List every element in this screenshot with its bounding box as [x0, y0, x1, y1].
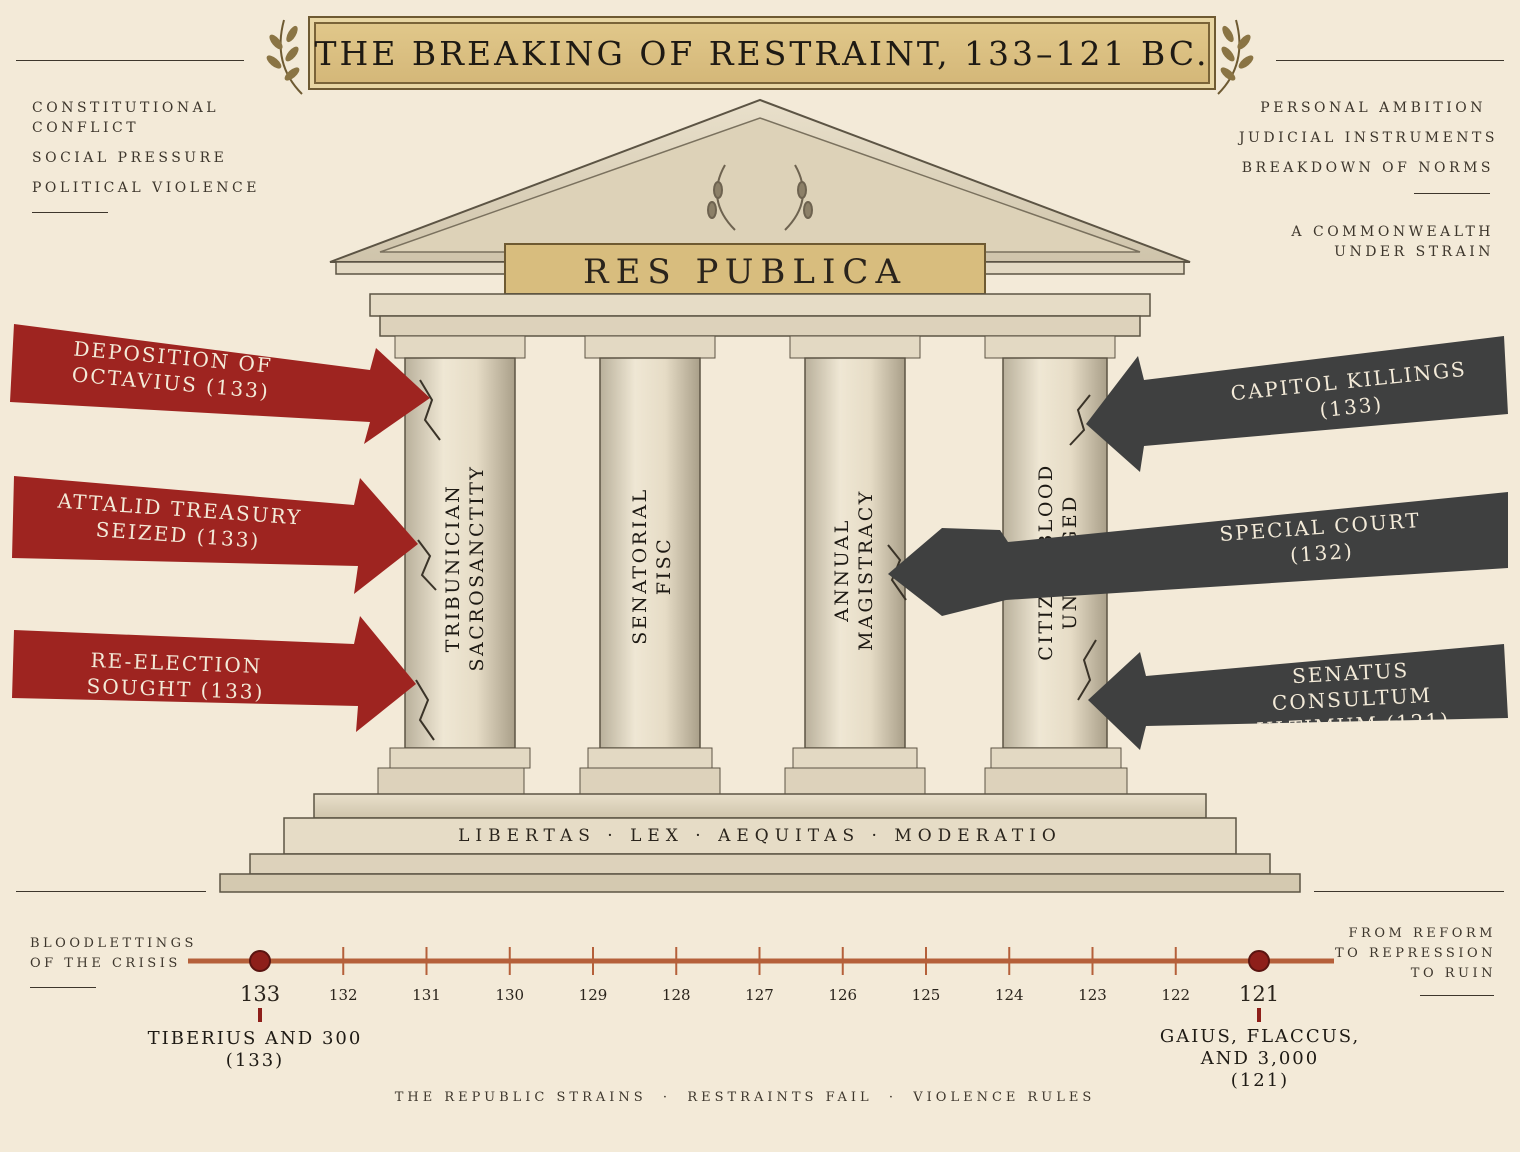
column-2 — [579, 335, 721, 795]
architrave-lower — [379, 315, 1141, 337]
timeline-tick-label: 129 — [578, 986, 608, 1004]
lower-rule-right — [1314, 891, 1504, 892]
timeline-tick-label: 125 — [911, 986, 941, 1004]
left-note-2: CONFLICT — [32, 120, 140, 136]
timeline-right-label-3: TO RUIN — [1410, 966, 1496, 981]
timeline-tick-label: 128 — [661, 986, 691, 1004]
footer-motto: THE REPUBLIC STRAINS · RESTRAINTS FAIL ·… — [394, 1090, 1096, 1105]
timeline-tick-label: 123 — [1078, 986, 1107, 1004]
left-arrow-1 — [10, 324, 430, 444]
title-rule-right — [1276, 60, 1504, 61]
right-sub-2: UNDER STRAIN — [1334, 244, 1494, 260]
left-note-3: SOCIAL PRESSURE — [32, 150, 228, 166]
right-note-3: BREAKDOWN OF NORMS — [1241, 160, 1494, 176]
event-133: TIBERIUS AND 300(133) — [147, 1028, 363, 1071]
lower-rule-left — [16, 891, 206, 892]
left-arrow-2 — [12, 476, 418, 594]
left-note-1: CONSTITUTIONAL — [32, 100, 220, 116]
title-rule-left — [16, 60, 244, 61]
pediment-wreath-icon — [707, 164, 813, 231]
timeline-tick-label: 131 — [412, 986, 441, 1004]
column-cracks — [415, 379, 1097, 741]
temple-illustration — [219, 98, 1301, 893]
right-note-rule — [1414, 193, 1490, 194]
step-4 — [219, 873, 1301, 893]
laurel-left-icon — [266, 19, 303, 95]
timeline-tick-label: 124 — [994, 986, 1024, 1004]
timeline-event-dot — [249, 950, 271, 972]
event-121: GAIUS, FLACCUS,AND 3,000(121) — [1159, 1026, 1361, 1091]
timeline-tick-label: 126 — [828, 986, 858, 1004]
laurel-right-icon — [1217, 19, 1254, 95]
timeline-tick-label: 122 — [1161, 986, 1191, 1004]
right-arrow-3 — [1088, 644, 1508, 750]
column-1 — [377, 335, 531, 795]
timeline-right-label-2: TO REPRESSION — [1334, 946, 1496, 961]
timeline-left-label-1: BLOODLETTINGS — [30, 936, 197, 951]
timeline-right-label-1: FROM REFORM — [1348, 926, 1496, 941]
timeline-tick-label: 130 — [495, 986, 525, 1004]
timeline-tick-label: 133 — [240, 982, 281, 1006]
left-arrow-3 — [12, 616, 416, 732]
timeline — [188, 947, 1334, 1022]
step-2 — [283, 817, 1237, 855]
frieze-plaque — [504, 243, 986, 295]
step-1 — [313, 793, 1207, 819]
timeline-left-label-2: OF THE CRISIS — [30, 956, 181, 971]
timeline-right-rule — [1420, 995, 1494, 996]
timeline-left-rule — [30, 987, 96, 988]
timeline-tick-label: 132 — [328, 986, 358, 1004]
left-note-rule — [32, 212, 108, 213]
right-arrow-2 — [888, 492, 1508, 616]
timeline-tick-label: 121 — [1239, 982, 1280, 1006]
right-arrow-1 — [1086, 336, 1508, 472]
timeline-event-dot — [1248, 950, 1270, 972]
timeline-tick-label: 127 — [745, 986, 774, 1004]
base-motto: LIBERTAS · LEX · AEQUITAS · MODERATIO — [458, 826, 1062, 846]
right-note-1: PERSONAL AMBITION — [1260, 100, 1486, 116]
page-title: THE BREAKING OF RESTRAINT, 133–121 BC. — [308, 16, 1216, 90]
right-note-2: JUDICIAL INSTRUMENTS — [1238, 130, 1498, 146]
column-3 — [784, 335, 926, 795]
arrows-layer — [10, 324, 1508, 750]
pediment-label: RES PUBLICA — [582, 252, 907, 292]
right-sub-1: A COMMONWEALTH — [1291, 224, 1494, 240]
left-note-4: POLITICAL VIOLENCE — [32, 180, 260, 196]
